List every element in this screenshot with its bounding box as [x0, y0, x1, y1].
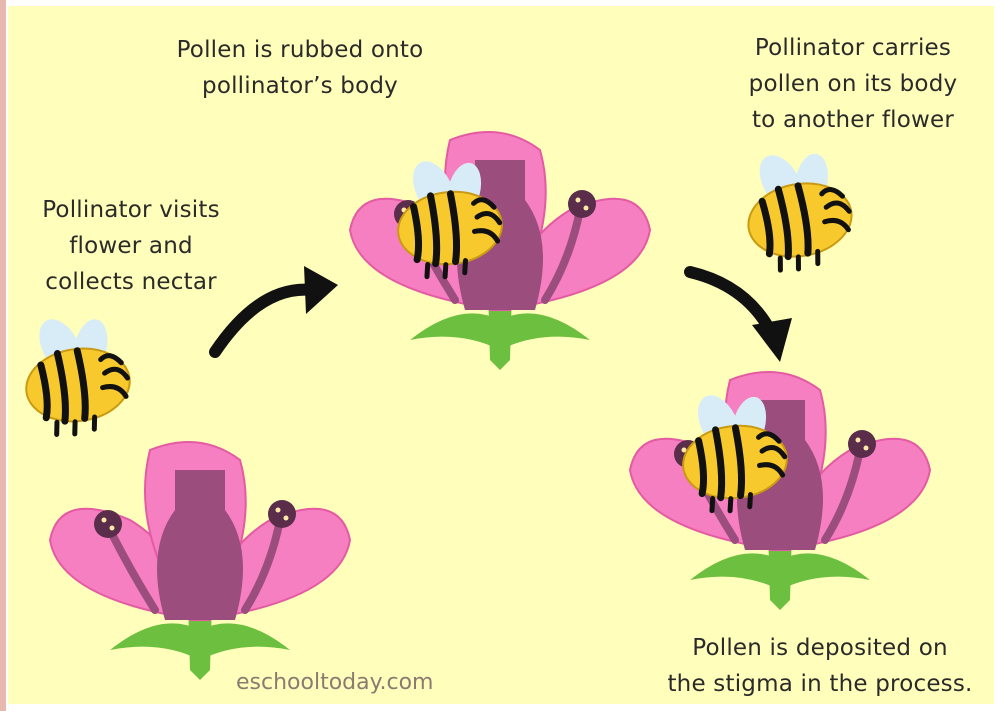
caption-step4: Pollen is deposited on the stigma in the… [650, 630, 990, 702]
flower-1 [50, 442, 350, 680]
flower-3 [630, 372, 930, 610]
caption-step1: Pollinator visits flower and collects ne… [20, 192, 242, 300]
arrow-2 [690, 272, 792, 362]
bee-1 [16, 304, 136, 440]
bee-3 [736, 138, 860, 277]
caption-step2: Pollen is rubbed onto pollinator’s body [150, 32, 450, 104]
source-credit: eschooltoday.com [236, 670, 433, 695]
caption-step3: Pollinator carries pollen on its body to… [718, 30, 988, 138]
flower-2 [350, 132, 650, 370]
